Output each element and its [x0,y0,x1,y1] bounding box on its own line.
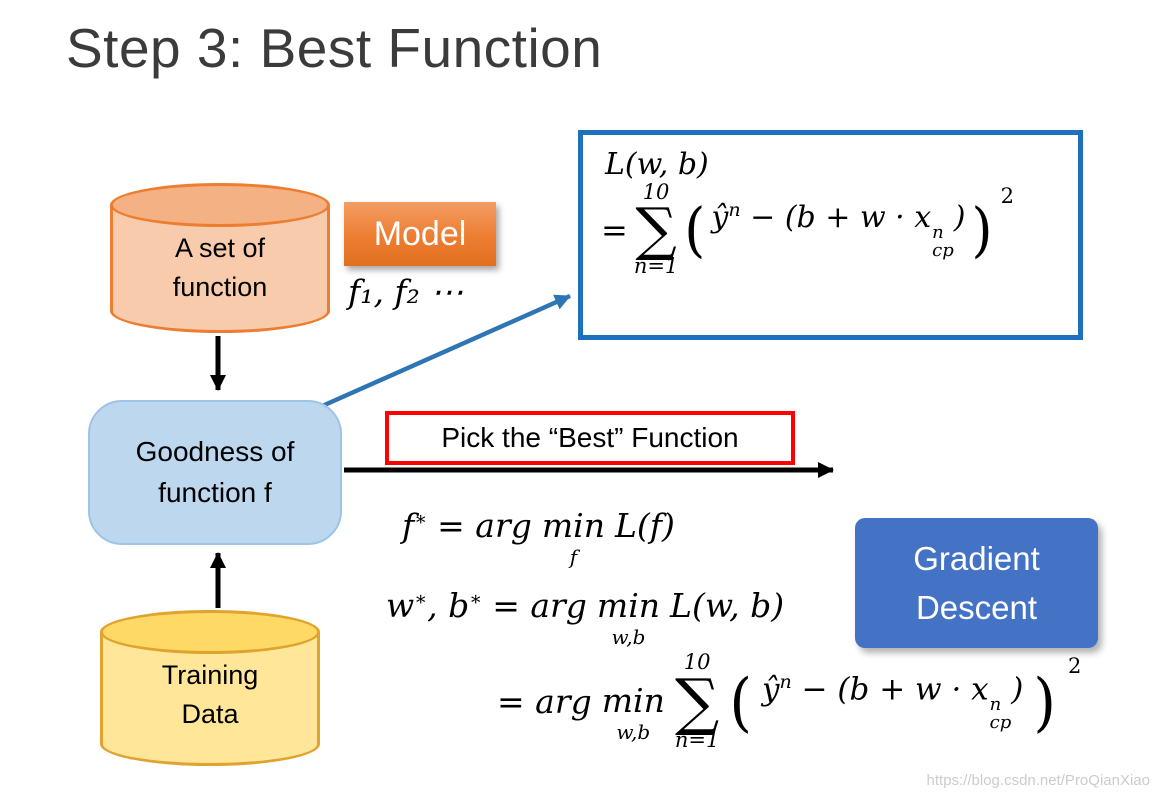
label-line: function f [158,476,272,508]
min-subscript: w,b [611,624,646,649]
summation-symbol: 10 ∑ n=1 [634,182,678,277]
label-line: Training [161,660,259,690]
big-close-paren: ) [971,194,993,264]
label-line: function [172,272,268,303]
fstar-lhs: f∗ [402,506,427,545]
min-label: min [601,681,665,721]
equals-arg: = arg [492,586,587,625]
sum-lower-limit: n=1 [633,254,679,279]
square-exponent: 2 [1068,654,1082,678]
label-line: Descent [915,589,1038,626]
pick-best-box: Pick the “Best” Function [385,411,795,465]
training-data-cylinder: Training Data [100,610,320,766]
label-line: Goodness of [135,435,295,467]
y-hat-symbol: ŷ [761,671,780,708]
goodness-box: Goodness of function f [88,400,342,545]
minus-operator: − [801,671,828,708]
min-label: min [541,506,605,545]
min-operator: min w,b [596,586,661,649]
loss-lhs: L(w, b) [605,147,709,182]
cylinder-body [100,632,320,766]
w-symbol: w [386,586,415,625]
superscript-n: n [779,670,792,693]
function-series: f₁, f₂ ⋯ [348,272,464,311]
sigma-icon: ∑ [635,195,677,263]
sigma-icon: ∑ [674,665,720,738]
star-superscript: ∗ [414,508,428,530]
arrow-goodness-to-loss-formula [319,293,571,410]
min-operator: min f [541,506,605,569]
fstar-equation: f∗ = arg min f L(f) [402,506,675,568]
wbstar-rhs: L(w, b) [670,586,785,625]
final-equation: = arg min w,b 10 ∑ n=1 ( ŷn − (b + w · x… [497,652,1081,751]
subscript-cp: cp [989,712,1012,734]
superscript-n: n [728,199,741,222]
gradient-descent-box: Gradient Descent [855,518,1098,648]
slide-title: Step 3: Best Function [66,17,603,79]
linear-model-term: b + w · x [849,671,989,708]
superscript-n: n [989,694,1002,716]
sum-upper-limit: 10 [683,650,711,674]
min-operator: min w,b [602,684,665,743]
f-symbol: f [402,506,415,545]
sum-lower-limit: n=1 [674,728,720,753]
fstar-rhs: L(f) [614,506,675,545]
big-close-paren: ) [1033,664,1056,739]
watermark: https://blog.csdn.net/ProQianXiao [926,772,1150,789]
training-data-label: Training Data [100,656,320,734]
star-superscript: ∗ [414,588,428,610]
big-open-paren: ( [729,664,752,739]
pick-best-label: Pick the “Best” Function [441,422,739,453]
model-badge: Model [344,202,496,266]
wbstar-lhs: w∗, b∗ [386,586,482,625]
minus-operator: − [750,200,776,236]
equals-arg: = arg [497,682,592,722]
equals-arg: = arg [437,506,532,545]
min-subscript: w,b [616,719,651,744]
square-exponent: 2 [1000,184,1014,208]
label-line: Data [181,699,239,730]
cylinder-top-ellipse [110,183,330,227]
sum-upper-limit: 10 [642,180,670,204]
y-hat-symbol: ŷ [711,200,729,236]
label-line: Gradient [913,539,1040,577]
inner-close-paren: ) [1011,671,1024,708]
subscript-cp: cp [932,240,954,262]
set-of-function-label: A set of function [110,229,330,307]
inner-open-paren: ( [837,671,850,708]
superscript-n: n [932,222,944,244]
equals-sign: = [601,210,628,249]
set-of-function-cylinder: A set of function [110,183,330,333]
inner-open-paren: ( [784,200,797,236]
min-label: min [596,586,661,625]
inner-close-paren: ) [953,200,966,236]
summation-symbol: 10 ∑ n=1 [675,652,719,751]
star-superscript: ∗ [469,588,483,610]
big-open-paren: ( [684,194,706,264]
linear-model-term: b + w · x [796,200,932,236]
label-line: A set of [174,233,266,263]
wbstar-equation: w∗, b∗ = arg min w,b L(w, b) [386,586,784,648]
cylinder-top-ellipse [100,610,320,654]
b-symbol: , b [427,586,470,625]
min-subscript: f [569,544,578,569]
